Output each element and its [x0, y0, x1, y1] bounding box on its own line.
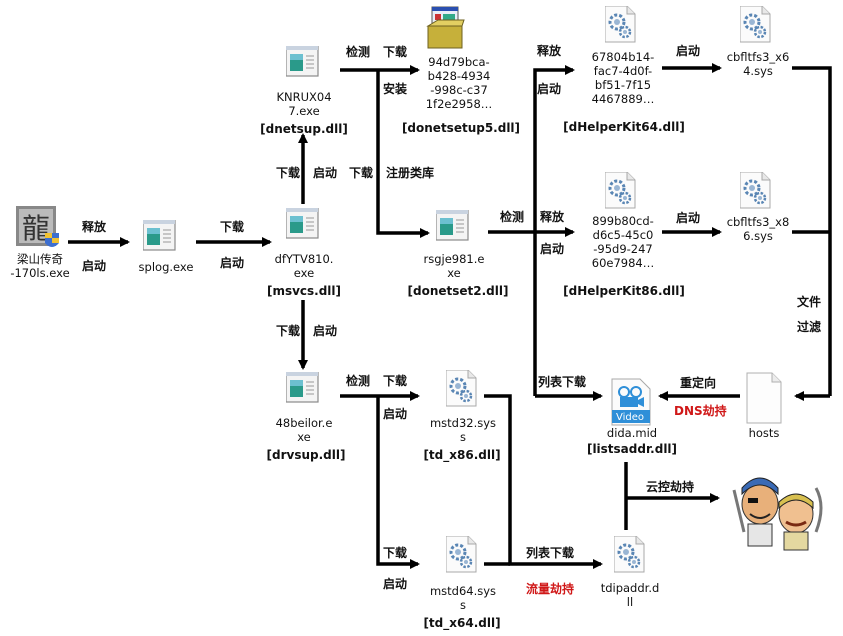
- edge-start-86: 启动: [540, 242, 565, 256]
- edge-download-64: 下载: [383, 546, 408, 560]
- dropper-name: 梁山传奇 -170ls.exe: [10, 252, 70, 280]
- edge-install: 安装: [383, 82, 408, 96]
- rsgje-exe-icon[interactable]: [435, 209, 470, 246]
- edge-start-down: 启动: [313, 324, 338, 338]
- edge-detect-top: 检测: [346, 45, 371, 59]
- knrux-dll: [dnetsup.dll]: [260, 122, 348, 136]
- helper64-dll: [dHelperKit64.dll]: [563, 120, 685, 134]
- edge-detect-mid: 检测: [500, 210, 525, 224]
- mstd32-dll: [td_x86.dll]: [423, 448, 501, 462]
- hosts-name: hosts: [748, 426, 780, 440]
- edge-start-1: 启动: [82, 259, 107, 273]
- edge-download-mid: 下载: [349, 166, 374, 180]
- arrow-mstd32-to-tdip: [484, 394, 603, 569]
- edge-start-cbf64: 启动: [676, 44, 701, 58]
- edge-file-filter-2: 过滤: [797, 320, 822, 334]
- mstd64-name: mstd64.sys s: [429, 584, 497, 612]
- edge-start-up: 启动: [313, 166, 338, 180]
- dfytv-name: dfYTV810. exe: [274, 252, 334, 280]
- edge-download-up: 下载: [276, 166, 301, 180]
- helper86-name: 899b80cd- d6c5-45c0 -95d9-247 60e7984…: [591, 214, 655, 270]
- helper86-gear-icon[interactable]: [603, 170, 637, 214]
- cbf86-gear-icon[interactable]: [738, 170, 772, 214]
- tdip-name: tdipaddr.d ll: [600, 581, 660, 609]
- dfytv-dll: [msvcs.dll]: [266, 284, 342, 298]
- dida-dll: [listsaddr.dll]: [586, 442, 678, 456]
- edge-list-download-2: 列表下载: [526, 546, 575, 560]
- beilor-dll: [drvsup.dll]: [266, 448, 346, 462]
- pirates-hijacker-icon: [728, 462, 828, 556]
- rsgje-dll: [donetset2.dll]: [407, 284, 509, 298]
- arrow-trunk-to-mstd64: [376, 396, 420, 569]
- edge-cloud-hijack: 云控劫持: [646, 480, 695, 494]
- helper64-name: 67804b14- fac7-4d0f- bf51-7f15 4467889…: [591, 50, 655, 106]
- mstd64-dll: [td_x64.dll]: [423, 616, 501, 630]
- mstd32-gear-icon[interactable]: [444, 368, 478, 412]
- setup-dll: [donetsetup5.dll]: [401, 121, 521, 135]
- cbf86-name: cbfltfs3_x8 6.sys: [726, 215, 790, 243]
- setup-installer-icon[interactable]: [426, 6, 468, 54]
- cbf64-name: cbfltfs3_x6 4.sys: [726, 50, 790, 78]
- edge-start-cbf86: 启动: [676, 211, 701, 225]
- edge-start-64b: 启动: [383, 577, 408, 591]
- edge-start-64: 启动: [537, 82, 562, 96]
- splog-exe-icon[interactable]: [142, 219, 177, 256]
- edge-detect-low: 检测: [346, 374, 371, 388]
- edge-release-64: 释放: [537, 44, 562, 58]
- helper64-gear-icon[interactable]: [603, 4, 637, 48]
- edge-reglib: 注册类库: [386, 166, 435, 180]
- edge-list-download-1: 列表下载: [538, 375, 587, 389]
- dfytv-exe-icon[interactable]: [285, 207, 320, 244]
- arrow-trunk-to-rsgje: [376, 70, 430, 238]
- flow-arrows: [68, 63, 832, 569]
- mstd32-name: mstd32.sys s: [429, 416, 497, 444]
- knrux-name: KNRUX04 7.exe: [276, 90, 332, 118]
- edge-release-1: 释放: [82, 220, 107, 234]
- edge-release-86: 释放: [540, 210, 565, 224]
- arrow-cbf64-to-rail: [792, 66, 832, 396]
- edge-redirect: 重定向: [680, 376, 717, 390]
- dida-video-icon[interactable]: [610, 378, 652, 430]
- dida-name: dida.mid: [606, 426, 658, 440]
- edge-start-2: 启动: [220, 256, 245, 270]
- dida-video-badge: Video: [616, 412, 645, 423]
- hosts-file-icon[interactable]: [746, 372, 782, 428]
- edge-dns-hijack: DNS劫持: [674, 404, 727, 418]
- edge-file-filter-1: 文件: [797, 295, 822, 309]
- edge-download-down: 下载: [276, 324, 301, 338]
- edge-traffic-hijack: 流量劫持: [526, 582, 575, 596]
- rsgje-name: rsgje981.e xe: [423, 252, 485, 280]
- beilor-exe-icon[interactable]: [285, 371, 320, 408]
- setup-name: 94d79bca- b428-4934 -998c-c37 1f2e2958…: [425, 55, 493, 111]
- tdip-gear-icon[interactable]: [612, 534, 646, 578]
- mstd64-gear-icon[interactable]: [444, 534, 478, 578]
- edge-start-low: 启动: [383, 407, 408, 421]
- edge-download-low: 下载: [383, 374, 408, 388]
- cbf64-gear-icon[interactable]: [738, 4, 772, 48]
- helper86-dll: [dHelperKit86.dll]: [563, 284, 685, 298]
- arrow-trunk-to-h64: [533, 65, 575, 396]
- knrux-exe-icon[interactable]: [285, 45, 320, 82]
- splog-name: splog.exe: [138, 260, 194, 274]
- beilor-name: 48beilor.e xe: [275, 416, 333, 444]
- dropper-exe-icon[interactable]: 龍: [15, 205, 61, 251]
- edge-download-1: 下载: [220, 220, 245, 234]
- edge-download-top: 下载: [383, 45, 408, 59]
